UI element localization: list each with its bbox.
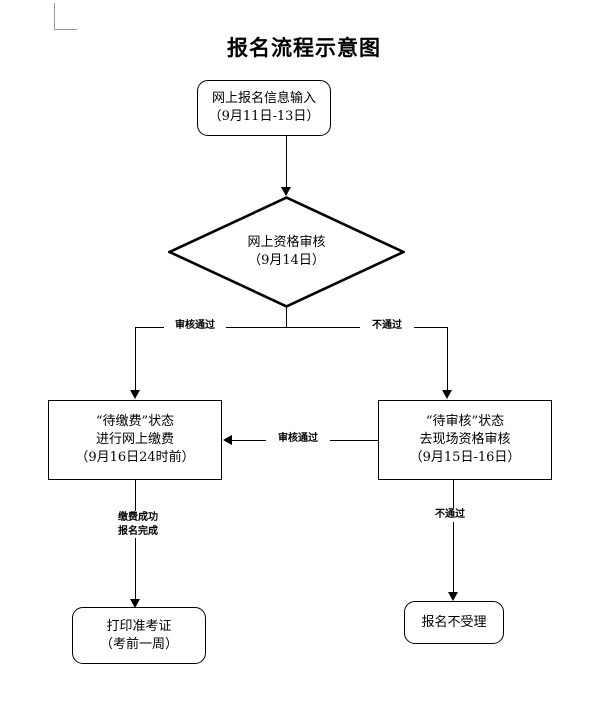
node-print-admission-line2: （考前一周） [99, 636, 178, 652]
node-pending-payment[interactable]: “待缴费”状态 进行网上缴费 （9月16日24时前） [48, 400, 222, 480]
node-pending-review[interactable]: “待审核”状态 去现场资格审核 （9月15日-16日） [378, 400, 552, 480]
node-online-registration-line1: 网上报名信息输入 [211, 91, 316, 107]
node-online-review-line2: （9月14日） [248, 253, 325, 268]
arrowhead-onsite-fail-to-rejected [448, 592, 458, 601]
connector-onsite-fail-to-rejected [453, 480, 454, 593]
branch-bus-horizontal [135, 327, 448, 328]
edge-label-review-fail-right: 不通过 [360, 319, 414, 333]
node-print-admission-line1: 打印准考证 [106, 618, 172, 634]
node-pending-review-line1: “待审核”状态 [425, 414, 505, 430]
edge-label-onsite-pass: 审核通过 [266, 432, 330, 446]
edge-label-onsite-fail: 不通过 [423, 508, 477, 522]
node-print-admission[interactable]: 打印准考证 （考前一周） [72, 607, 206, 664]
arrowhead-onsite-pass-to-payment [223, 435, 232, 445]
node-pending-review-line2: 去现场资格审核 [419, 432, 511, 448]
connector-payment-to-print [135, 480, 136, 600]
edge-label-payment-success: 缴费成功 报名完成 [99, 511, 177, 538]
node-rejected[interactable]: 报名不受理 [404, 601, 504, 644]
connector-review-to-branch-bus [286, 307, 287, 328]
arrowhead-branch-right [442, 390, 452, 399]
page-title: 报名流程示意图 [227, 35, 381, 60]
node-pending-payment-line3: （9月16日24时前） [75, 449, 195, 465]
node-pending-payment-line2: 进行网上缴费 [95, 432, 174, 448]
arrowhead-branch-left [130, 390, 140, 399]
page-corner-guide-mark [54, 3, 77, 30]
node-online-registration[interactable]: 网上报名信息输入 （9月11日-13日） [197, 80, 331, 136]
node-pending-payment-line1: “待缴费”状态 [95, 414, 175, 430]
connector-branch-left-drop [135, 327, 136, 391]
node-pending-review-line3: （9月15日-16日） [409, 449, 521, 465]
arrowhead-registration-to-review [281, 187, 291, 196]
connector-branch-right-drop [447, 327, 448, 391]
arrowhead-payment-to-print [130, 599, 140, 608]
node-rejected-line1: 报名不受理 [421, 614, 487, 630]
node-online-registration-line2: （9月11日-13日） [208, 109, 320, 124]
connector-registration-to-review [286, 136, 287, 188]
edge-label-review-pass-left: 审核通过 [164, 319, 226, 333]
node-online-review[interactable]: 网上资格审核 （9月14日） [168, 196, 405, 308]
node-online-review-line1: 网上资格审核 [247, 234, 326, 250]
diamond-shape-icon [168, 196, 405, 308]
